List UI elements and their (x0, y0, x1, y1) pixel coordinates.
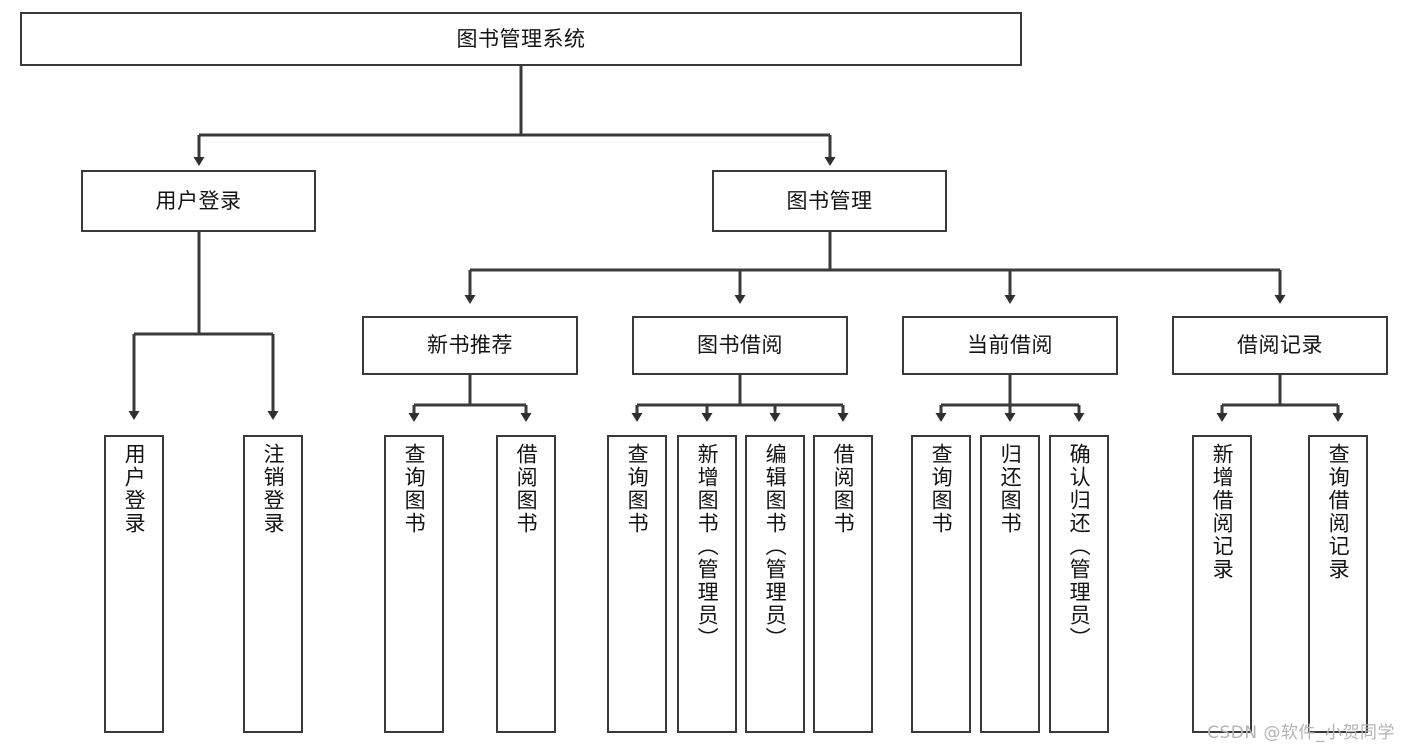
node-borrow-record-label: 借阅记录 (1237, 333, 1323, 358)
node-leaf-confirm-return[interactable]: 确认归还（管理员） (1049, 435, 1109, 733)
node-leaf-borrow-book-2-label: 借阅图书 (831, 443, 856, 535)
node-book-management[interactable]: 图书管理 (712, 170, 947, 232)
node-book-management-label: 图书管理 (786, 188, 873, 213)
node-leaf-confirm-return-label: 确认归还（管理员） (1067, 443, 1092, 650)
node-leaf-add-borrow-record-label: 新增借阅记录 (1210, 443, 1235, 581)
node-leaf-query-book-3[interactable]: 查询图书 (911, 435, 971, 733)
node-leaf-add-borrow-record[interactable]: 新增借阅记录 (1192, 435, 1252, 733)
node-leaf-query-book-1[interactable]: 查询图书 (384, 435, 444, 733)
node-leaf-borrow-book-1[interactable]: 借阅图书 (496, 435, 556, 733)
node-leaf-logout-login-label: 注销登录 (261, 443, 286, 535)
node-user-login[interactable]: 用户登录 (81, 170, 316, 232)
node-root-label: 图书管理系统 (456, 26, 586, 51)
node-leaf-edit-book-label: 编辑图书（管理员） (763, 443, 788, 650)
node-leaf-return-book-label: 归还图书 (998, 443, 1023, 535)
node-user-login-label: 用户登录 (155, 188, 242, 213)
node-leaf-borrow-book-1-label: 借阅图书 (514, 443, 539, 535)
node-new-book-recommend-label: 新书推荐 (427, 333, 513, 358)
node-leaf-return-book[interactable]: 归还图书 (980, 435, 1040, 733)
node-leaf-user-login-label: 用户登录 (122, 443, 147, 535)
node-root[interactable]: 图书管理系统 (20, 12, 1022, 66)
node-leaf-query-borrow-record[interactable]: 查询借阅记录 (1308, 435, 1368, 733)
node-leaf-query-book-1-label: 查询图书 (402, 443, 427, 535)
node-current-borrow[interactable]: 当前借阅 (902, 316, 1118, 375)
node-new-book-recommend[interactable]: 新书推荐 (362, 316, 578, 375)
node-leaf-query-book-2[interactable]: 查询图书 (607, 435, 667, 733)
node-book-borrow-label: 图书借阅 (697, 333, 783, 358)
node-leaf-borrow-book-2[interactable]: 借阅图书 (813, 435, 873, 733)
node-current-borrow-label: 当前借阅 (967, 333, 1053, 358)
node-leaf-logout-login[interactable]: 注销登录 (243, 435, 303, 733)
node-borrow-record[interactable]: 借阅记录 (1172, 316, 1388, 375)
node-book-borrow[interactable]: 图书借阅 (632, 316, 848, 375)
node-leaf-add-book[interactable]: 新增图书（管理员） (677, 435, 737, 733)
node-leaf-query-book-3-label: 查询图书 (929, 443, 954, 535)
node-leaf-add-book-label: 新增图书（管理员） (695, 443, 720, 650)
node-leaf-query-book-2-label: 查询图书 (625, 443, 650, 535)
node-leaf-edit-book[interactable]: 编辑图书（管理员） (745, 435, 805, 733)
watermark-text: CSDN @软件_小贺同学 (1207, 723, 1395, 743)
node-leaf-query-borrow-record-label: 查询借阅记录 (1326, 443, 1351, 581)
node-leaf-user-login[interactable]: 用户登录 (104, 435, 164, 733)
